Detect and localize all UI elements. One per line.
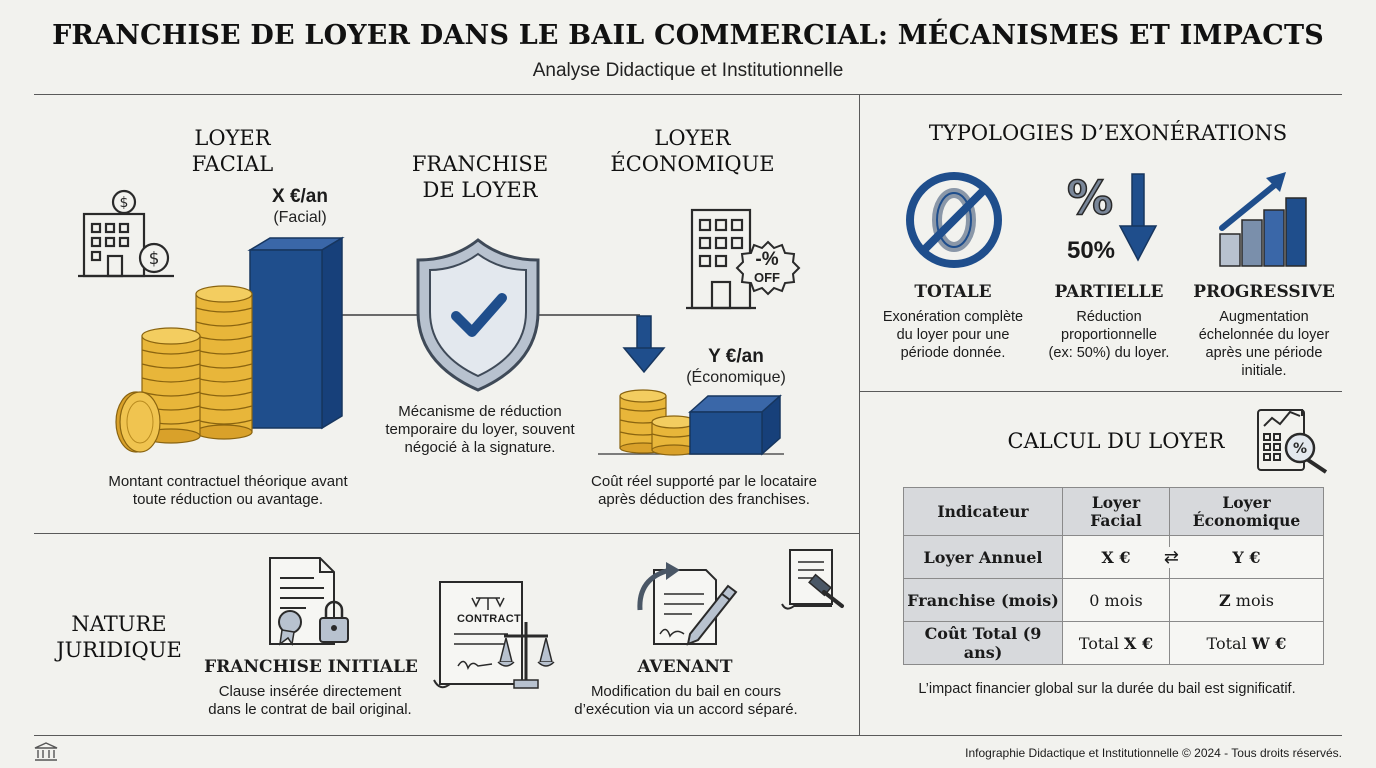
page-subtitle: Analyse Didactique et Institutionnelle [532,60,844,81]
divider-left-middle [34,533,859,534]
exchange-arrows-icon: ⇄ [1161,547,1181,568]
svg-text:$: $ [149,249,160,269]
footer-copyright: Infographie Didactique et Institutionnel… [965,746,1342,760]
table-cell-facial: 0 mois [1062,578,1170,622]
avenant-description: Modification du bail en cours d’exécutio… [574,683,798,718]
small-coins-and-box-illustration [598,384,788,463]
document-pen-icon [632,560,742,653]
typology-totale-title: TOTALE [914,282,992,302]
svg-text:$: $ [120,195,129,211]
coins-and-bar-illustration [112,228,352,463]
percent-down-icon: % [1060,170,1160,271]
economique-heading: LOYER ÉCONOMIQUE [610,126,775,176]
table-header-row: Indicateur Loyer Facial Loyer Économique [903,487,1325,536]
shield-check-icon [414,236,542,399]
table-header-loyer-facial: Loyer Facial [1062,487,1170,536]
facial-heading: LOYER FACIAL [191,126,274,176]
typology-progressive-title: PROGRESSIVE [1193,282,1335,302]
calcul-heading: CALCUL DU LOYER [1007,429,1225,453]
building-dollar-icon: $ $ [78,188,174,285]
typology-progressive-description: Augmentation échelonnée du loyer après u… [1198,309,1330,379]
divider-vertical [859,94,860,735]
down-arrow-icon [622,314,666,381]
table-header-indicateur: Indicateur [903,487,1063,536]
rising-bars-icon [1218,170,1314,273]
contract-label: CONTRACT [456,613,522,625]
table-cell-facial: X € ⇄ [1062,535,1181,579]
calculator-analytics-icon: % [1256,406,1332,481]
table-cell-economique: Y € [1168,535,1325,579]
zero-prohibited-icon [904,170,1004,275]
franchise-description: Mécanisme de réduction temporaire du loy… [385,403,575,456]
document-seal-lock-icon [266,556,354,653]
page-title: FRANCHISE DE LOYER DANS LE BAIL COMMERCI… [52,20,1324,51]
table-cell-economique: Total W € [1168,621,1325,665]
institution-icon [34,742,58,767]
facial-description: Montant contractuel théorique avant tout… [108,473,348,508]
percent-50-label: 50% [1066,237,1116,264]
table-row-label: Franchise (mois) [903,578,1063,622]
table-row-label: Loyer Annuel [903,535,1063,579]
table-cell-facial: Total X € [1062,621,1170,665]
franchise-initiale-title: FRANCHISE INITIALE [204,657,418,677]
franchise-initiale-description: Clause insérée directement dans le contr… [208,683,412,718]
divider-top [34,94,1342,95]
scroll-gavel-icon [780,546,848,617]
table-row: Franchise (mois) 0 mois Z mois [903,578,1325,622]
economique-description: Coût réel supporté par le locataire aprè… [591,473,817,508]
franchise-heading: FRANCHISE DE LOYER [411,152,549,202]
typology-partielle-title: PARTIELLE [1054,282,1164,302]
divider-right-middle [859,391,1342,392]
table-row: Loyer Annuel X € ⇄ Y € [903,535,1325,579]
contract-scales-icon [432,576,558,697]
typologies-heading: TYPOLOGIES D’EXONÉRATIONS [928,121,1288,145]
calcul-note: L’impact financier global sur la durée d… [918,681,1296,697]
avenant-title: AVENANT [637,657,733,677]
economique-value: Y €/an (Économique) [686,346,786,386]
divider-bottom [34,735,1342,736]
svg-text:%: % [1067,171,1113,225]
table-row: Coût Total (9 ans) Total X € Total W € [903,621,1325,665]
discount-badge-text: -% OFF [754,249,780,286]
typology-partielle-description: Réduction proportionnelle (ex: 50%) du l… [1048,309,1170,361]
table-cell-economique: Z mois [1168,578,1325,622]
typology-totale-description: Exonération complète du loyer pour une p… [882,309,1024,361]
building-discount-icon [686,206,806,317]
rent-calculation-table: Indicateur Loyer Facial Loyer Économique… [903,487,1325,665]
nature-heading: NATURE JURIDIQUE [56,612,182,662]
facial-value: X €/an (Facial) [272,186,328,226]
svg-text:%: % [1293,441,1307,457]
table-row-label: Coût Total (9 ans) [903,621,1063,665]
table-header-loyer-economique: Loyer Économique [1168,487,1325,536]
